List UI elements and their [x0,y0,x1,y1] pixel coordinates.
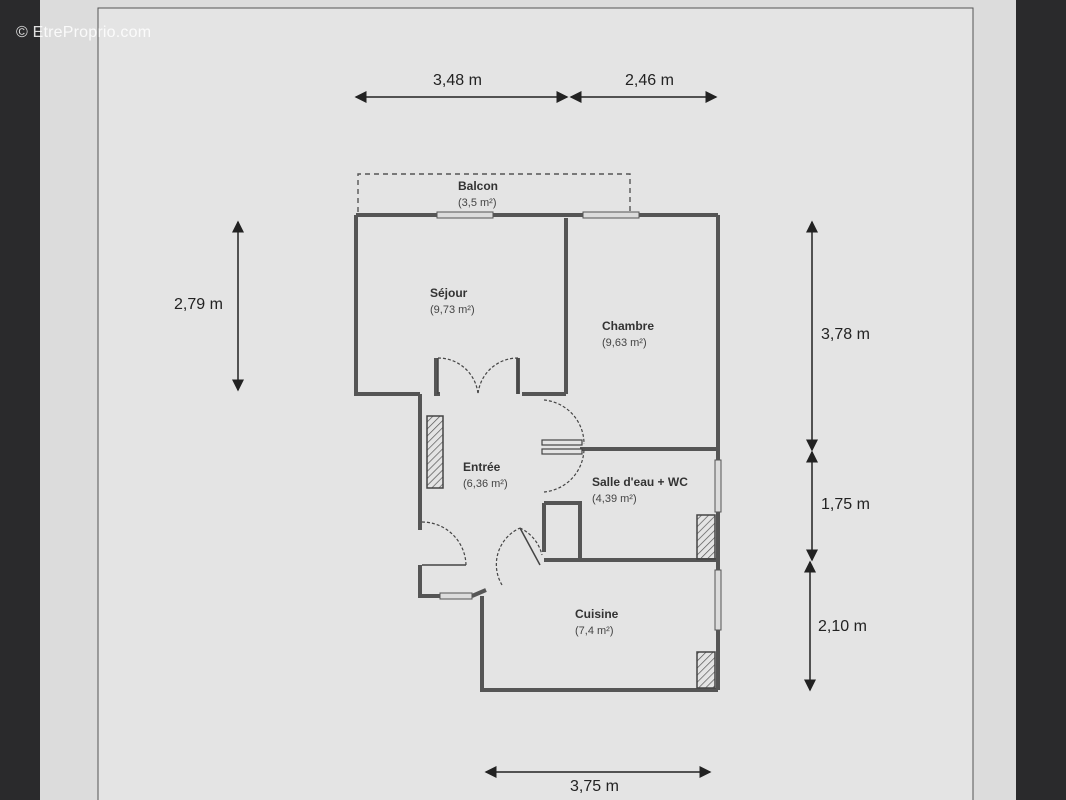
dim-left: 2,79 m [174,296,223,313]
dim-right-bottom: 2,10 m [818,618,867,635]
paper-sheet [97,7,974,800]
door-leaves [422,358,541,566]
room-area-cuisine: (7,4 m²) [575,625,614,637]
room-area-chambre: (9,63 m²) [602,337,647,349]
room-area-entree: (6,36 m²) [463,478,508,490]
room-name-cuisine: Cuisine [575,607,619,621]
room-name-balcon: Balcon [458,179,499,193]
balcony-outline [357,173,631,214]
room-name-sejour: Séjour [430,286,468,300]
dim-right-top: 3,78 m [821,326,870,343]
room-area-balcon: (3,5 m²) [458,197,497,209]
hatched-cabinet-cuisine [696,651,716,689]
hatched-cabinet-salle-eau [696,514,716,560]
room-area-salle-eau: (4,39 m²) [592,493,637,505]
door-swings [421,357,585,586]
hatched-cabinet-entree [426,415,444,489]
dim-right-middle: 1,75 m [821,496,870,513]
room-name-entree: Entrée [463,460,501,474]
watermark: © EtreProprio.com [16,24,152,41]
room-name-chambre: Chambre [602,319,655,333]
dim-top-right: 2,46 m [625,72,674,89]
dim-bottom: 3,75 m [570,778,619,795]
room-name-salle-eau: Salle d'eau + WC [592,475,688,489]
room-area-sejour: (9,73 m²) [430,304,475,316]
dim-top-left: 3,48 m [433,72,482,89]
